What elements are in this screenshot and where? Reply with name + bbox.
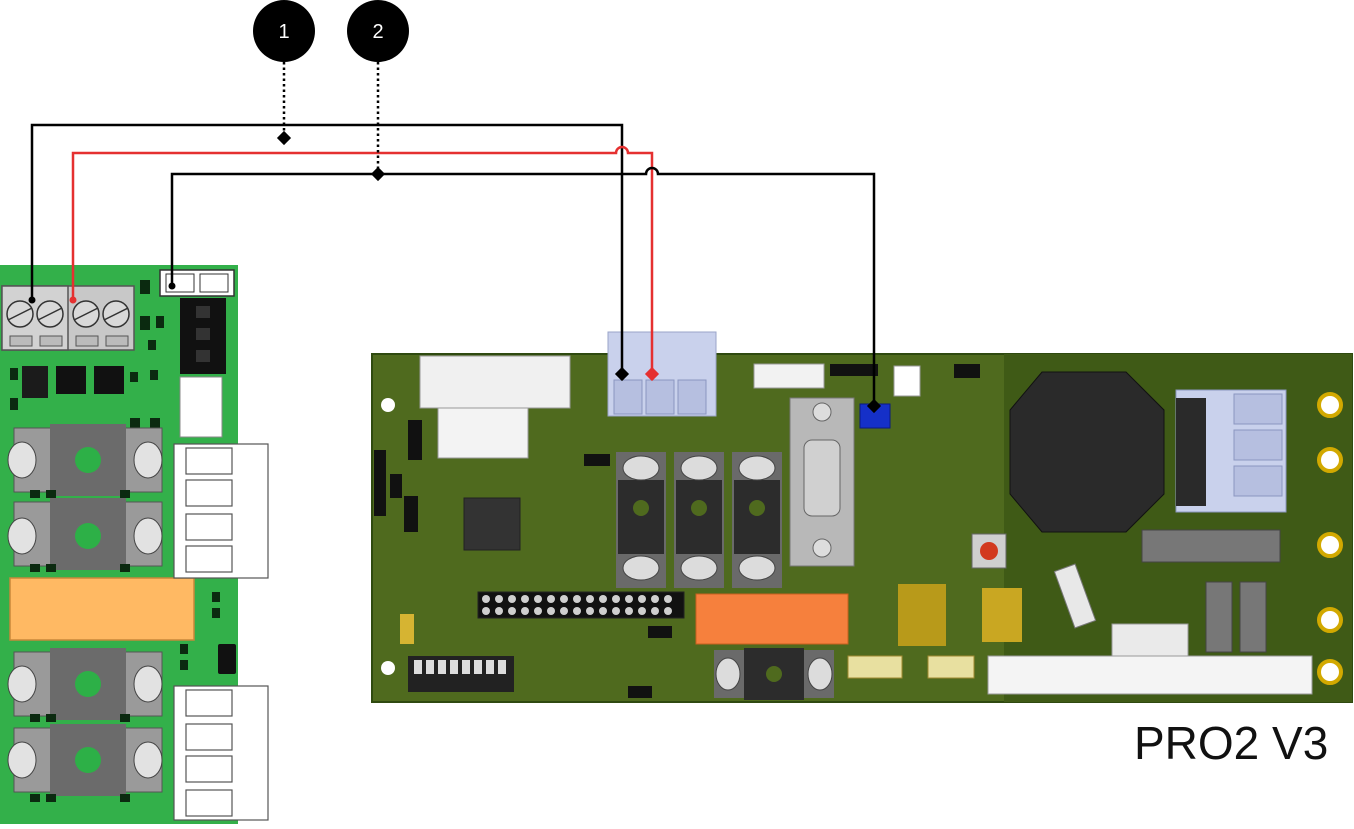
wire-2-black (170, 166, 876, 406)
wire-1-black (30, 123, 624, 374)
left-expansion-board (0, 265, 269, 824)
serial-db9-connector (789, 397, 855, 567)
right-relay-3 (732, 452, 782, 588)
mains-input-connector (1175, 389, 1287, 513)
wire-endpoints (28, 282, 882, 414)
pro2-v3-board (371, 331, 1353, 703)
callout-2-number: 2 (372, 21, 383, 43)
wire-red (71, 145, 654, 374)
left-relay-4 (7, 724, 163, 796)
right-relay-bottom (714, 648, 834, 700)
left-screw-terminal (1, 285, 135, 351)
board-model-label: PRO2 V3 (1134, 717, 1329, 769)
right-white-connector (419, 355, 571, 459)
callout-1: 1 (253, 0, 315, 146)
right-relay-1 (616, 452, 666, 588)
callout-1-number: 1 (278, 21, 289, 43)
right-relay-2 (674, 452, 724, 588)
left-relay-3 (7, 648, 163, 720)
left-relay-2 (7, 498, 163, 570)
right-orange-relay (695, 593, 849, 645)
wires (30, 123, 876, 406)
right-lightblue-terminal (607, 331, 717, 417)
left-orange-relay (9, 577, 195, 641)
callout-2: 2 (347, 0, 409, 182)
power-capacitor (1009, 371, 1165, 533)
dip-switch (408, 656, 514, 692)
left-relay-1 (7, 424, 163, 496)
right-bottom-connector (987, 623, 1313, 695)
left-output-terminals (173, 443, 269, 821)
